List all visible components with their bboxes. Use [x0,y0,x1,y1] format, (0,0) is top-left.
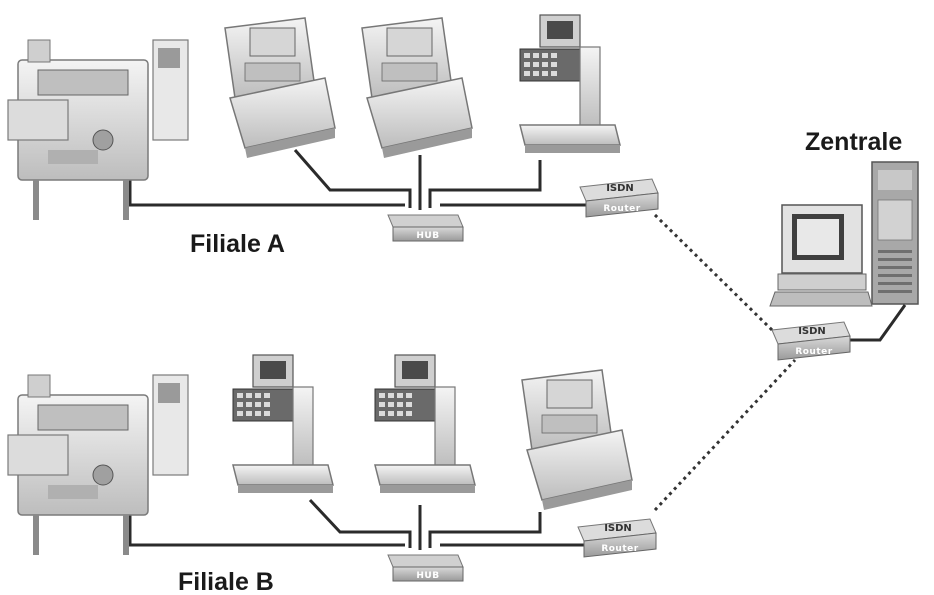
wrapping-machine-a [7,39,189,221]
hub-b: HUB [387,554,464,582]
svg-text:HUB: HUB [416,231,439,241]
scale-b2 [374,354,476,494]
central-title: Zentrale [805,128,902,156]
isdn-router-a: ISDN Router [579,178,659,218]
branch-b: HUB ISDN Router Filiale B [7,354,657,595]
cable-wrapper-a [128,178,405,207]
pc-workstation [769,204,873,307]
branch-a-title: Filiale A [190,230,285,258]
cable-scale3-a [428,160,542,208]
cable-scale1-b [308,498,412,548]
svg-text:ISDN: ISDN [606,183,634,194]
branch-b-title: Filiale B [178,568,274,595]
scale-b3 [521,369,633,511]
isdn-router-central: ISDN Router [771,321,851,361]
svg-text:Router: Router [601,544,638,554]
svg-text:Router: Router [795,347,832,357]
svg-text:Router: Router [603,204,640,214]
cable-wrapper-b [128,515,405,547]
isdn-router-b: ISDN Router [577,518,657,558]
svg-text:ISDN: ISDN [798,326,826,337]
cable-scale3-b [428,512,542,548]
scale-a2 [361,17,473,159]
cable-central [850,304,907,342]
scale-a3 [519,14,621,154]
hub-a: HUB [387,214,464,242]
svg-text:HUB: HUB [416,571,439,581]
cable-scale1-a [293,149,412,208]
wrapping-machine-b [7,374,189,556]
scale-b1 [232,354,334,494]
isdn-link-a [653,213,774,332]
server-tower [871,161,919,305]
central-office: Zentrale ISDN Router [769,128,919,361]
isdn-link-b [653,358,797,512]
scale-a1 [224,17,336,159]
svg-text:ISDN: ISDN [604,523,632,534]
branch-a: HUB ISDN Router Filiale A [7,14,659,258]
